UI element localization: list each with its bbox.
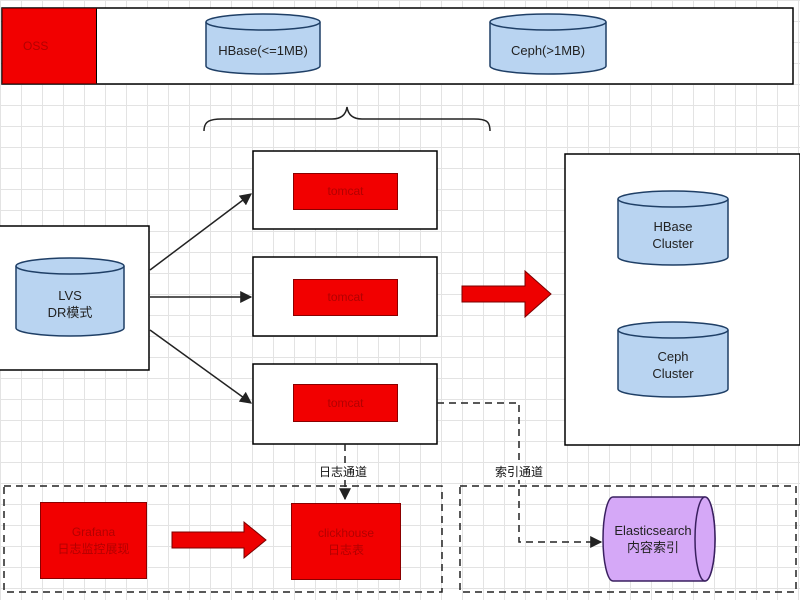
clickhouse-box: clickhouse 日志表 [291,503,401,580]
tomcat-frame-1 [252,150,438,230]
search-group-frame [459,485,797,593]
lvs-to-tomcat-1-arrow [149,193,252,271]
tomcat-label-1: tomcat [327,184,364,198]
ceph-storage-cylinder [489,13,607,75]
oss-box: OSS [2,8,97,84]
lvs-cylinder [15,257,125,337]
grafana-box: Grafana 日志监控展现 [40,502,147,579]
monitor-group-frame [3,485,443,593]
log-channel-label: 日志通道 [317,465,370,480]
grafana-sublabel: 日志监控展现 [57,541,130,556]
grafana-to-clickhouse-arrow [171,520,267,560]
index-channel-line [437,402,603,548]
ceph-cluster-cylinder [617,321,729,398]
tomcat-group-brace [203,106,491,132]
hbase-cluster-cylinder [617,190,729,266]
tomcat-label-2: tomcat [327,290,364,304]
tomcat-node-1: tomcat [293,173,398,210]
tomcat-node-3: tomcat [293,384,398,422]
tomcat-label-3: tomcat [327,395,364,410]
tomcat-to-cluster-arrow [461,269,552,319]
lvs-to-tomcat-3-arrow [149,329,252,404]
grafana-label: Grafana [71,524,116,539]
top-bar-frame [1,7,794,85]
tomcat-node-2: tomcat [293,279,398,316]
clickhouse-label: clickhouse [317,525,375,540]
oss-label: OSS [23,38,49,53]
elasticsearch-cylinder [602,496,716,582]
index-channel-label: 索引通道 [493,465,546,480]
hbase-storage-cylinder [205,13,321,75]
clickhouse-sublabel: 日志表 [327,542,364,557]
